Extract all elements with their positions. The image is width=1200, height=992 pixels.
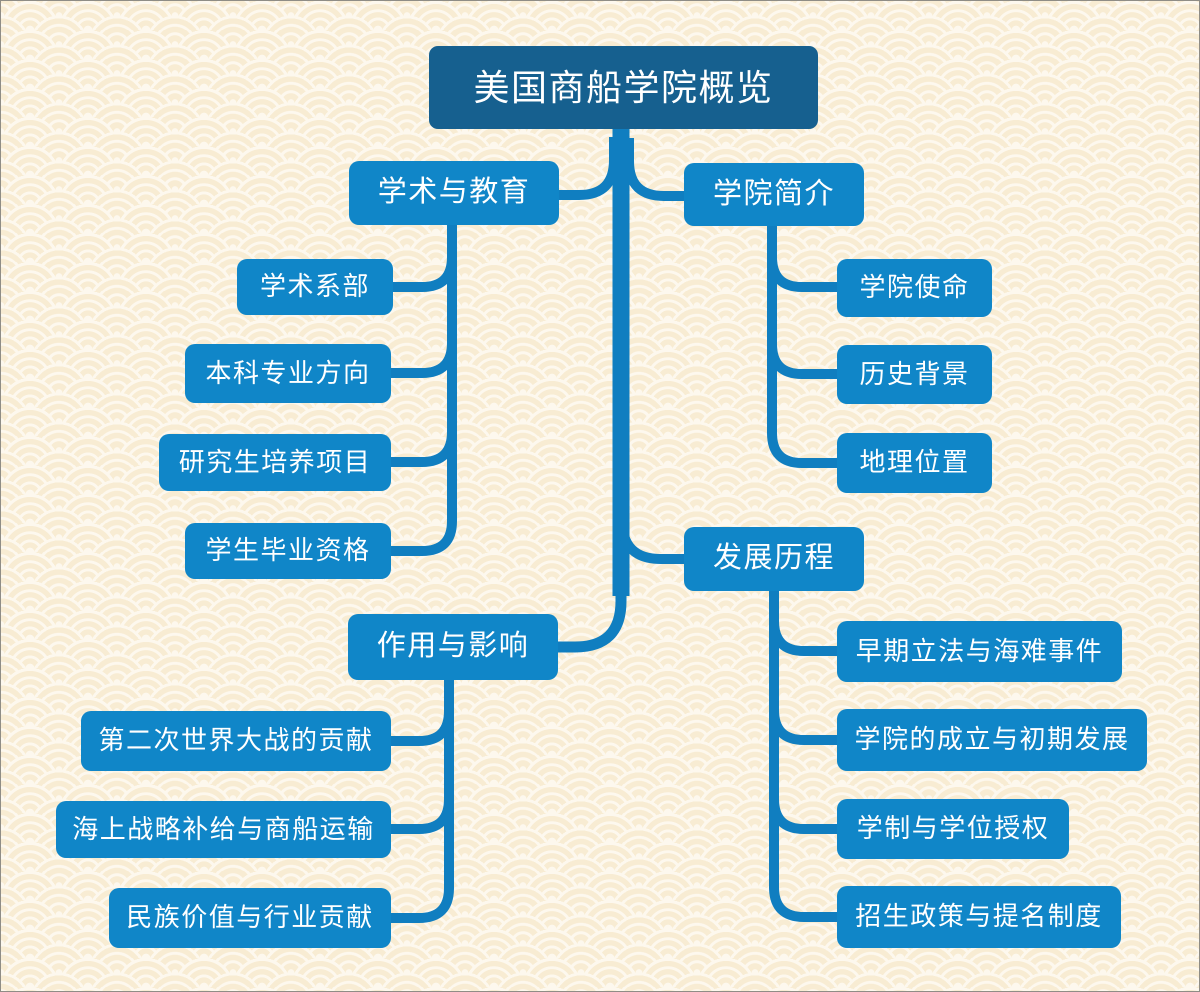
connector-child-graduation-requirements bbox=[391, 225, 457, 556]
child-founding-early-development[interactable]: 学院的成立与初期发展 bbox=[837, 709, 1147, 771]
connector-child-undergrad-majors bbox=[391, 225, 457, 378]
connector-child-academic-departments bbox=[391, 225, 457, 292]
branch-role-influence[interactable]: 作用与影响 bbox=[348, 614, 558, 680]
connector-child-early-legislation bbox=[769, 591, 837, 656]
branch-academics-education[interactable]: 学术与教育 bbox=[349, 161, 559, 225]
child-admissions-nomination[interactable]: 招生政策与提名制度 bbox=[837, 886, 1121, 948]
child-geographic-location[interactable]: 地理位置 bbox=[837, 433, 992, 493]
connector-child-founding bbox=[769, 591, 837, 745]
branch-college-introduction[interactable]: 学院简介 bbox=[684, 163, 864, 226]
child-academic-departments[interactable]: 学术系部 bbox=[237, 259, 393, 315]
connector-child-graduate-programs bbox=[391, 225, 457, 467]
branch-development-history[interactable]: 发展历程 bbox=[684, 527, 864, 591]
child-degree-authorization[interactable]: 学制与学位授权 bbox=[837, 799, 1069, 859]
child-historical-background[interactable]: 历史背景 bbox=[837, 345, 992, 404]
child-early-legislation[interactable]: 早期立法与海难事件 bbox=[837, 621, 1122, 682]
connector-child-maritime-logistics bbox=[391, 680, 454, 834]
child-college-mission[interactable]: 学院使命 bbox=[837, 259, 992, 317]
connector-trunk-tail bbox=[558, 579, 627, 653]
node-root[interactable]: 美国商船学院概览 bbox=[429, 46, 818, 129]
child-maritime-logistics[interactable]: 海上战略补给与商船运输 bbox=[56, 801, 391, 858]
connector-child-wwii-contribution bbox=[391, 680, 454, 746]
connector-child-degree-authorization bbox=[769, 591, 837, 834]
connector-child-history bbox=[767, 226, 837, 379]
connector-branch-academics bbox=[559, 137, 619, 200]
child-graduation-requirements[interactable]: 学生毕业资格 bbox=[185, 523, 391, 579]
connector-branch-development bbox=[617, 496, 684, 564]
child-undergrad-majors[interactable]: 本科专业方向 bbox=[185, 344, 391, 403]
child-graduate-programs[interactable]: 研究生培养项目 bbox=[159, 434, 391, 491]
connector-branch-introduction bbox=[624, 138, 684, 201]
connector-child-mission bbox=[767, 226, 837, 292]
connector-child-national-value bbox=[391, 680, 454, 923]
child-national-value[interactable]: 民族价值与行业贡献 bbox=[109, 888, 391, 948]
connector-child-admissions-policy bbox=[769, 591, 837, 922]
child-wwii-contribution[interactable]: 第二次世界大战的贡献 bbox=[81, 711, 391, 771]
connector-child-location bbox=[767, 226, 837, 468]
